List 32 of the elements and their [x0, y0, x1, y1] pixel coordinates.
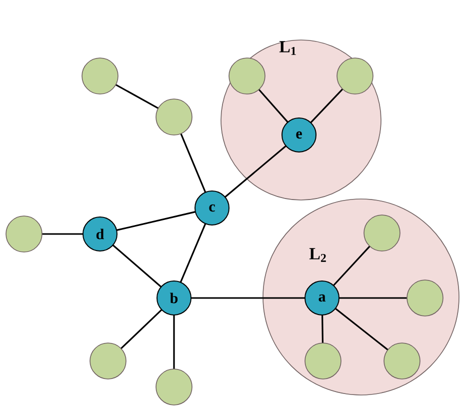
- leaf-node: [82, 58, 118, 94]
- edge-line: [322, 314, 324, 343]
- leaf-node: [228, 58, 266, 94]
- leaf-node: [156, 368, 192, 406]
- edge-line: [180, 133, 206, 193]
- edge-line: [173, 315, 175, 369]
- edge-line: [310, 88, 344, 124]
- edge-line: [224, 145, 287, 198]
- labeled-node: e: [282, 118, 316, 152]
- leaf-node: [90, 342, 126, 380]
- labeled-node: c: [194, 190, 230, 226]
- edge-line: [115, 84, 159, 109]
- edge-line: [116, 211, 196, 231]
- leaf-node: [384, 342, 420, 380]
- edge-line: [258, 88, 288, 123]
- labeled-node: b: [156, 280, 192, 316]
- edge-line: [339, 297, 407, 299]
- leaf-node: [6, 216, 42, 252]
- labeled-node: a: [304, 280, 340, 316]
- leaf-node: [156, 98, 192, 136]
- labeled-node: d: [82, 216, 118, 252]
- edge-line: [42, 233, 83, 235]
- leaf-node: [364, 214, 400, 252]
- edge-line: [180, 223, 206, 283]
- edge-line: [332, 246, 370, 286]
- edge-line: [120, 309, 162, 350]
- leaf-node: [336, 58, 374, 94]
- edge-line: [112, 244, 162, 288]
- edge-line: [191, 297, 305, 299]
- edge-line: [334, 308, 388, 351]
- leaf-node: [304, 342, 342, 380]
- leaf-node: [406, 280, 444, 316]
